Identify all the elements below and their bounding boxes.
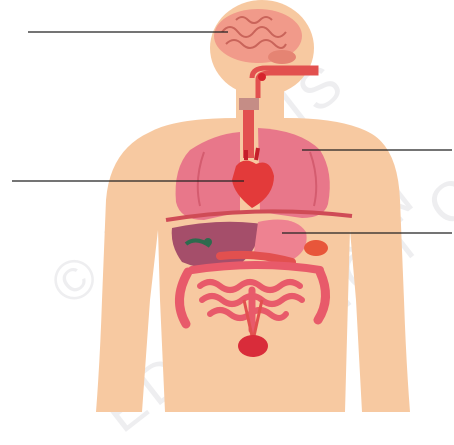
anatomy-diagram: © PRAADIS EDUCATION DO NOT COPY <box>0 0 454 412</box>
spleen <box>304 240 328 256</box>
body-illustration <box>0 0 454 412</box>
